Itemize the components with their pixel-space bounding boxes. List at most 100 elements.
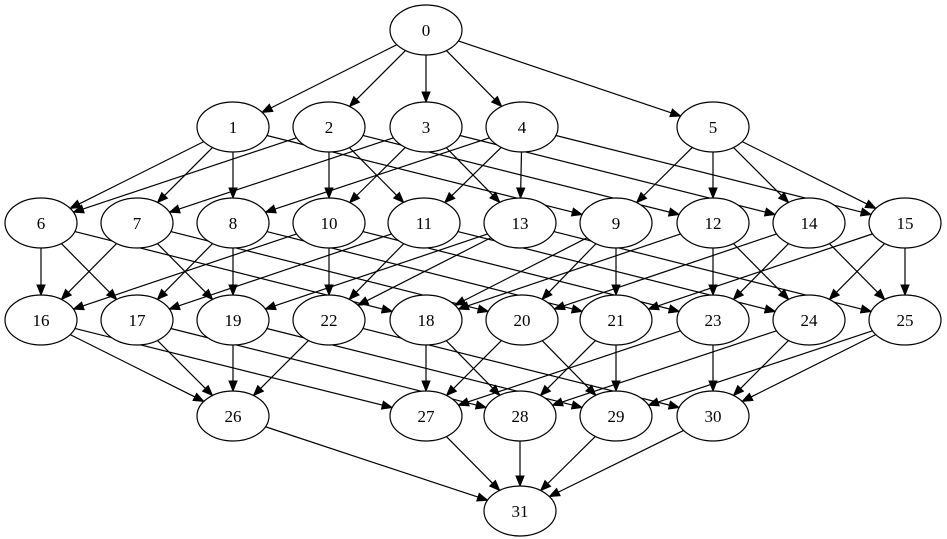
graph-node-27: 27 xyxy=(389,390,463,442)
edge-22-26 xyxy=(252,340,309,397)
graph-node-8: 8 xyxy=(196,197,270,249)
edge-1-6 xyxy=(69,141,205,209)
edge-5-14 xyxy=(733,147,790,204)
edge-3-10 xyxy=(348,147,406,204)
graph-node-21: 21 xyxy=(579,294,653,346)
edge-3-13 xyxy=(445,147,501,204)
node-label: 1 xyxy=(229,118,238,137)
node-ellipse xyxy=(196,294,270,346)
edge-20-27 xyxy=(445,340,502,397)
node-label: 6 xyxy=(37,214,46,233)
graph-node-14: 14 xyxy=(772,197,846,249)
edge-4-13 xyxy=(516,151,526,200)
graph-node-12: 12 xyxy=(676,197,750,249)
node-label: 19 xyxy=(225,311,242,330)
edge-12-18 xyxy=(457,233,681,311)
edge-20-29 xyxy=(541,340,597,397)
node-ellipse xyxy=(292,294,366,346)
node-ellipse xyxy=(676,294,750,346)
node-label: 21 xyxy=(608,311,625,330)
graph-node-5: 5 xyxy=(676,101,750,153)
edge-18-27 xyxy=(421,345,431,393)
node-label: 22 xyxy=(321,311,338,330)
edge-0-3 xyxy=(421,55,431,104)
graph-node-24: 24 xyxy=(772,294,846,346)
node-ellipse xyxy=(676,101,750,153)
node-ellipse xyxy=(100,294,174,346)
graph-node-10: 10 xyxy=(292,197,366,249)
graph-node-26: 26 xyxy=(196,390,270,442)
edge-5-9 xyxy=(635,147,693,204)
node-label: 3 xyxy=(422,118,431,137)
node-label: 7 xyxy=(133,214,142,233)
graph-node-4: 4 xyxy=(485,101,559,153)
node-label: 11 xyxy=(416,214,432,233)
node-label: 9 xyxy=(612,214,621,233)
graph-node-15: 15 xyxy=(868,197,942,249)
node-label: 25 xyxy=(897,311,914,330)
node-label: 10 xyxy=(321,214,338,233)
edge-10-16 xyxy=(72,233,297,311)
node-ellipse xyxy=(676,390,750,442)
graph-node-2: 2 xyxy=(292,101,366,153)
edge-9-20 xyxy=(541,243,597,301)
edge-12-24 xyxy=(732,243,790,301)
node-label: 8 xyxy=(229,214,238,233)
edge-21-28 xyxy=(539,340,596,397)
edge-0-2 xyxy=(348,50,406,108)
edge-14-25 xyxy=(828,243,886,301)
node-ellipse xyxy=(389,101,463,153)
edge-8-17 xyxy=(156,243,214,301)
node-label: 28 xyxy=(512,407,529,426)
node-ellipse xyxy=(387,197,461,249)
node-ellipse xyxy=(4,294,78,346)
edge-16-26 xyxy=(69,334,205,402)
node-ellipse xyxy=(772,197,846,249)
graph-node-31: 31 xyxy=(483,485,557,537)
node-label: 17 xyxy=(129,311,147,330)
edge-14-20 xyxy=(553,233,777,311)
graph-node-20: 20 xyxy=(485,294,559,346)
edge-6-16 xyxy=(36,248,46,297)
edge-29-31 xyxy=(539,436,596,492)
node-ellipse xyxy=(100,197,174,249)
node-label: 15 xyxy=(897,214,914,233)
edge-27-31 xyxy=(445,436,501,492)
edge-13-19 xyxy=(264,233,488,311)
edge-15-24 xyxy=(828,243,886,301)
graph-node-11: 11 xyxy=(387,197,461,249)
node-ellipse xyxy=(579,390,653,442)
edge-11-17 xyxy=(168,233,392,311)
edge-28-31 xyxy=(515,441,525,488)
edge-23-27 xyxy=(457,330,681,407)
node-ellipse xyxy=(485,101,559,153)
edge-5-12 xyxy=(708,152,718,200)
node-ellipse xyxy=(389,294,463,346)
node-label: 31 xyxy=(512,502,529,521)
node-ellipse xyxy=(389,390,463,442)
node-ellipse xyxy=(483,197,557,249)
node-label: 13 xyxy=(512,214,529,233)
graph-node-7: 7 xyxy=(100,197,174,249)
graph-node-9: 9 xyxy=(579,197,653,249)
graph-node-28: 28 xyxy=(483,390,557,442)
node-ellipse xyxy=(292,101,366,153)
node-label: 16 xyxy=(33,311,50,330)
graph-node-30: 30 xyxy=(676,390,750,442)
graph-node-16: 16 xyxy=(4,294,78,346)
node-ellipse xyxy=(292,197,366,249)
node-label: 26 xyxy=(225,407,242,426)
graph-node-25: 25 xyxy=(868,294,942,346)
edges-layer xyxy=(36,40,910,502)
edge-11-22 xyxy=(348,243,405,301)
graph-node-17: 17 xyxy=(100,294,174,346)
edge-7-16 xyxy=(60,243,118,301)
node-label: 5 xyxy=(709,118,718,137)
edge-26-31 xyxy=(265,426,489,502)
node-label: 20 xyxy=(514,311,531,330)
node-label: 24 xyxy=(801,311,819,330)
node-ellipse xyxy=(772,294,846,346)
node-label: 12 xyxy=(705,214,722,233)
edge-24-28 xyxy=(551,330,777,407)
